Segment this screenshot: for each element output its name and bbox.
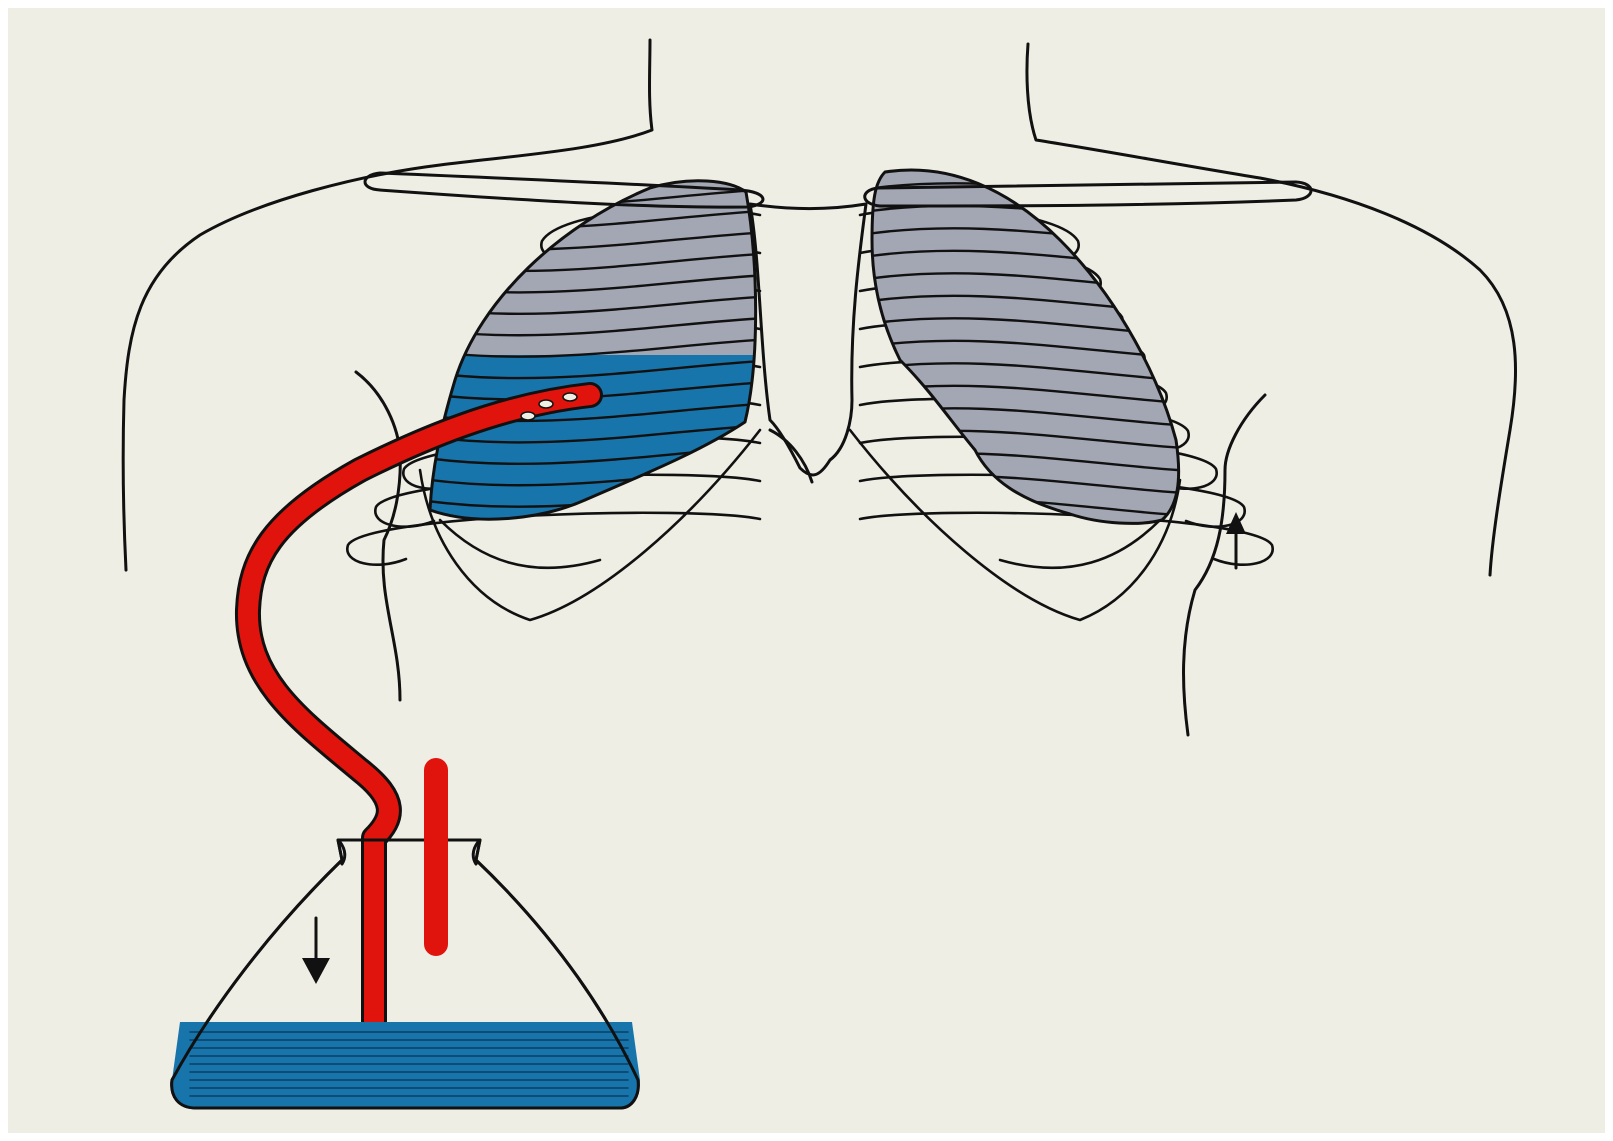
drainage-hole xyxy=(539,400,553,408)
bottle-fluid xyxy=(172,1022,640,1108)
drainage-hole xyxy=(521,412,535,420)
drainage-hole xyxy=(563,393,577,401)
